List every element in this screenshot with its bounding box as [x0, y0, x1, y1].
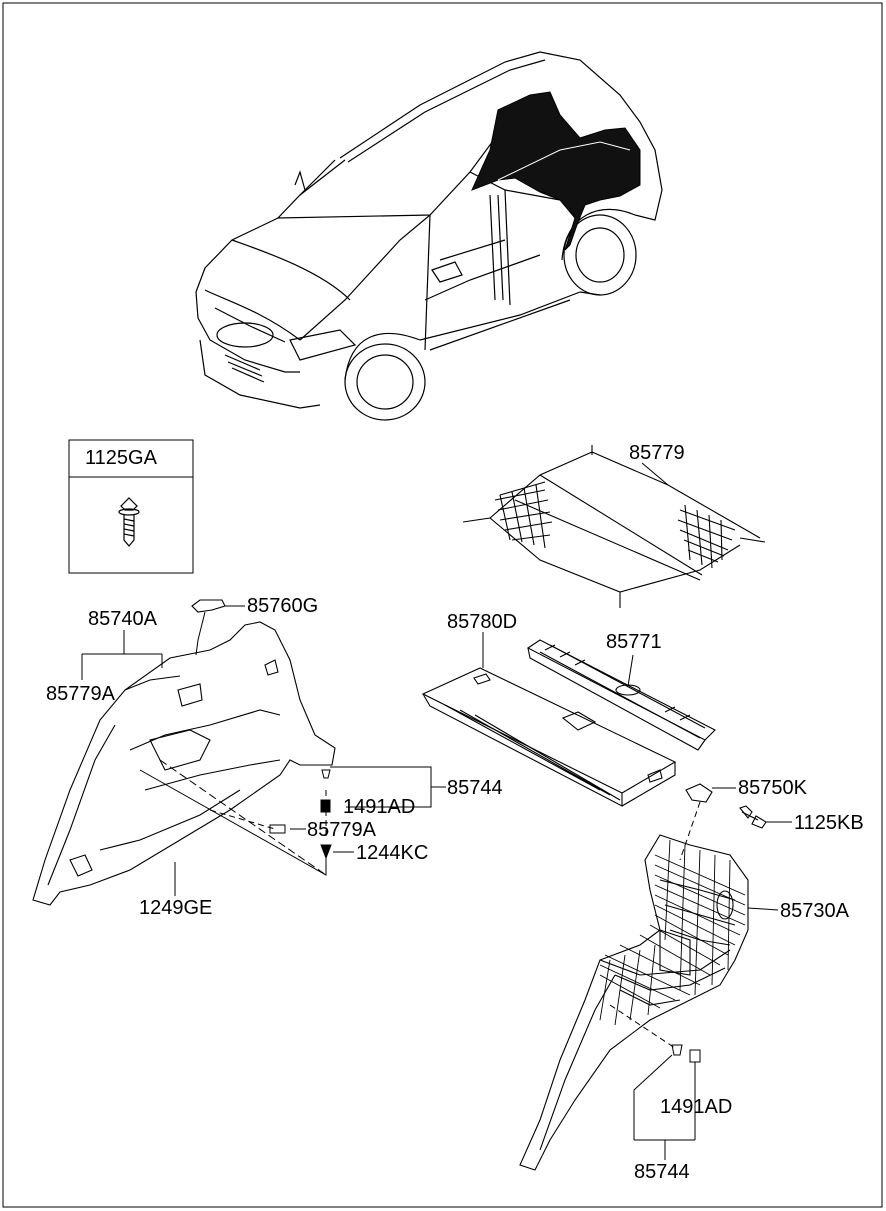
legend-box-part-number: 1125GA	[85, 447, 157, 469]
bracket-85750k	[685, 783, 713, 803]
vehicle-illustration	[195, 51, 663, 421]
label-1249ge: 1249GE	[139, 897, 213, 919]
bolt-1125kb	[739, 805, 767, 829]
label-85750k: 85750K	[738, 777, 807, 799]
bracket-85760g	[191, 599, 226, 613]
interior-trim-edge	[497, 141, 631, 181]
label-1491ad-right: 1491AD	[660, 1096, 733, 1118]
label-85780d: 85780D	[447, 611, 518, 633]
label-85779a-top: 85779A	[46, 683, 115, 705]
leader-lines	[81, 462, 792, 1160]
interior-trim-highlight	[471, 91, 641, 251]
label-85740a: 85740A	[88, 608, 157, 630]
clip-1244kc	[320, 844, 332, 860]
screw-icon	[118, 497, 140, 547]
label-1125kb: 1125KB	[794, 812, 864, 834]
label-85744-left: 85744	[447, 777, 503, 799]
right-trim-hatching	[599, 839, 746, 1026]
clip-1491ad-right	[689, 1049, 701, 1063]
cargo-net	[462, 445, 766, 608]
label-1491ad-left: 1491AD	[343, 796, 416, 818]
luggage-cover	[421, 667, 677, 807]
label-85779a-bottom: 85779A	[307, 819, 376, 841]
legend-box	[68, 439, 194, 574]
left-quarter-trim	[32, 621, 336, 906]
label-85744-right: 85744	[634, 1161, 690, 1183]
clip-85779a-bottom	[269, 824, 286, 834]
label-85760g: 85760G	[247, 595, 319, 617]
clip-85744-right	[671, 1044, 683, 1056]
label-85730a: 85730A	[780, 900, 849, 922]
clip-85744-left	[321, 769, 331, 779]
label-85771: 85771	[606, 631, 662, 653]
label-1244kc: 1244KC	[356, 842, 429, 864]
sill-plate	[526, 639, 716, 751]
label-85779: 85779	[629, 442, 685, 464]
